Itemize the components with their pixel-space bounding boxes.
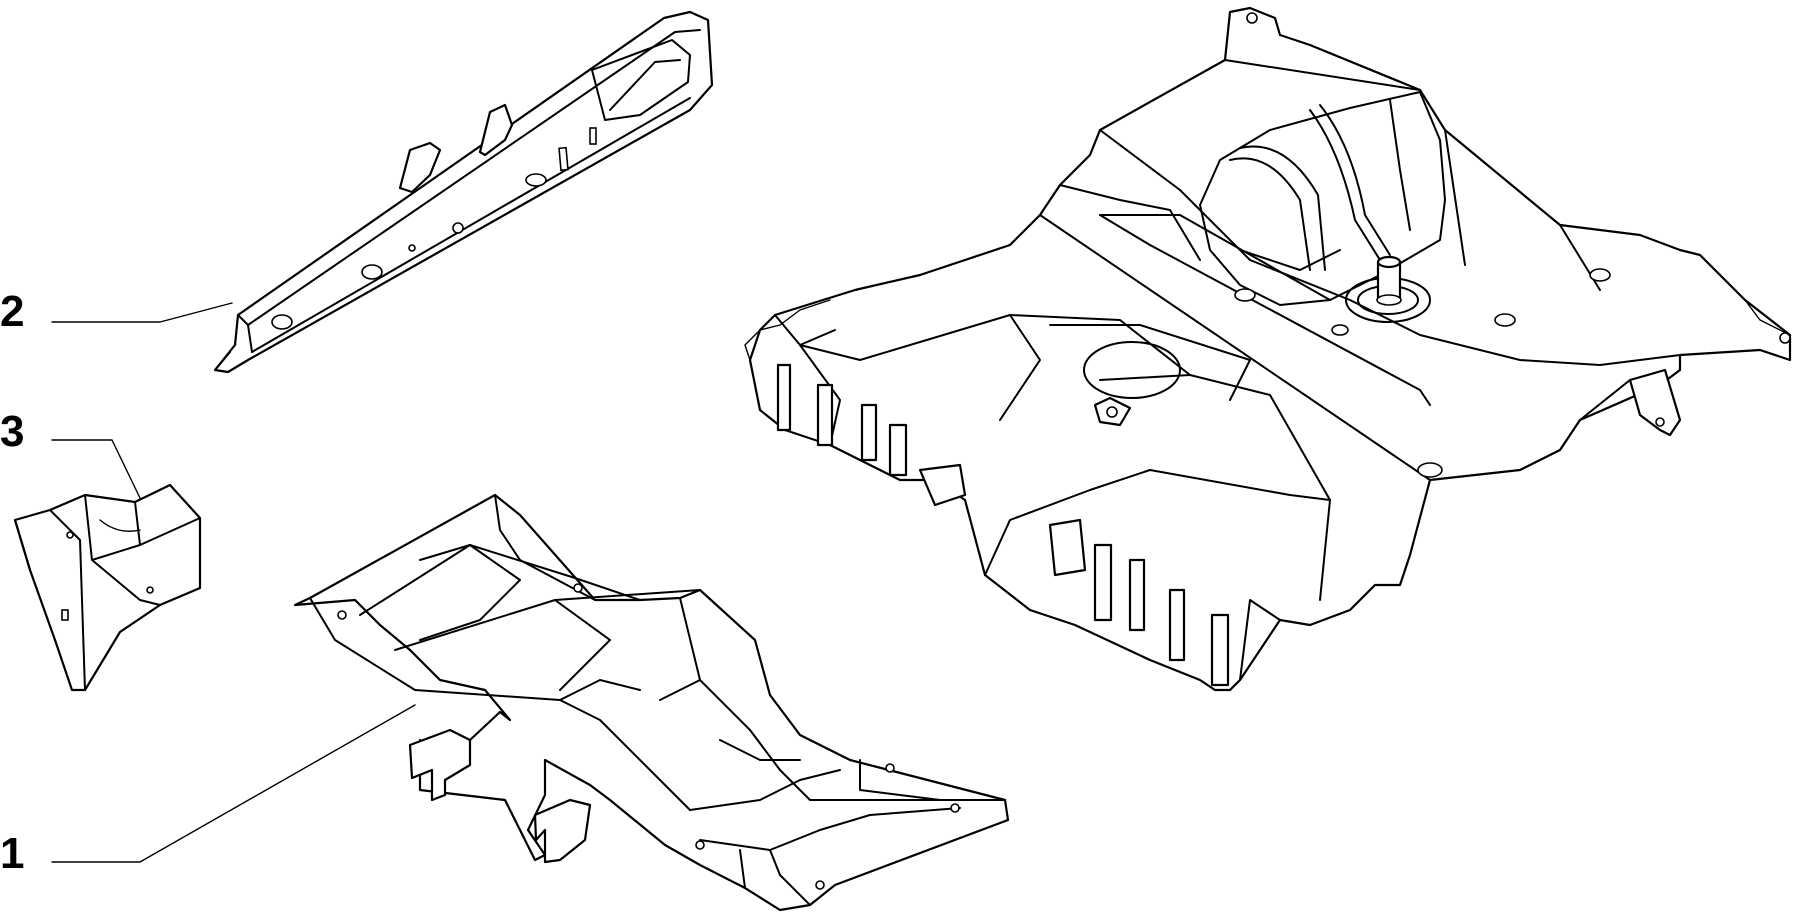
- callout-3: 3: [0, 407, 24, 456]
- callout-1: 1: [0, 829, 24, 878]
- part-3-bracket[interactable]: [13, 483, 202, 692]
- leader-line-2: [51, 302, 233, 323]
- rear-floor-assembly[interactable]: [744, 6, 1792, 692]
- callout-2: 2: [0, 287, 24, 336]
- part-2-longitudinal-member[interactable]: [213, 10, 714, 374]
- leader-lines: [51, 302, 416, 863]
- skirt-ribs: [776, 363, 1230, 687]
- leader-line-3: [51, 439, 141, 499]
- part-1-front-floor-pan[interactable]: [293, 493, 1010, 912]
- leader-line-1: [51, 704, 416, 863]
